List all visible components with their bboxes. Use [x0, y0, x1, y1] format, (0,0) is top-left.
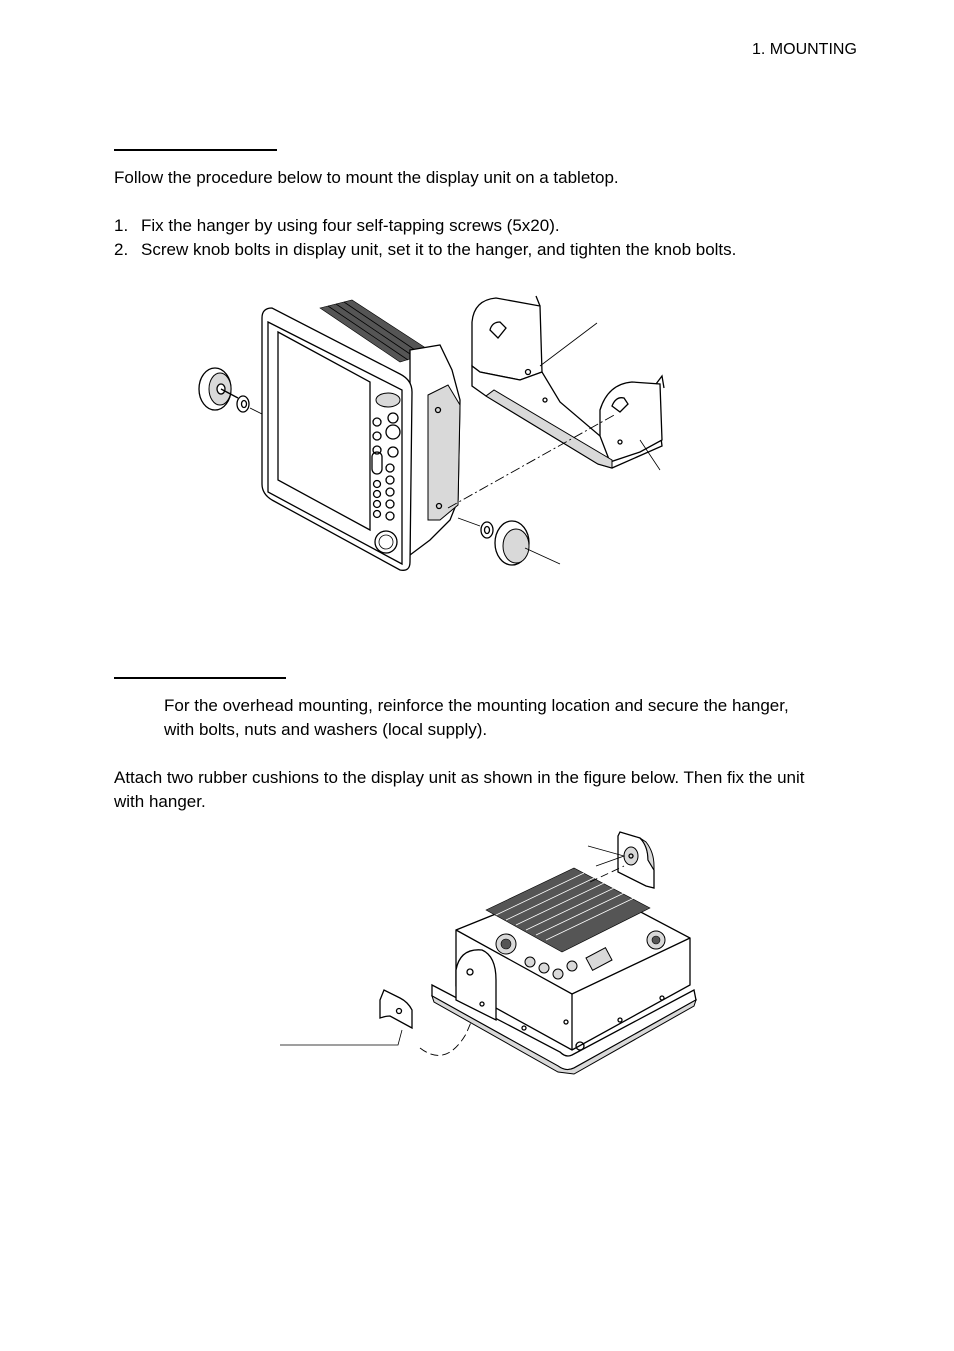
- tabletop-intro: Follow the procedure below to mount the …: [114, 168, 619, 187]
- unit-base-lower: [431, 994, 697, 1075]
- overhead-note-line2: with bolts, nuts and washers (local supp…: [164, 720, 488, 739]
- rubber-cushion-left: [379, 989, 413, 1030]
- leader-hanger-side: [639, 439, 661, 471]
- step-1-number: 1.: [114, 216, 129, 235]
- section-heading-rule-2: [114, 677, 286, 679]
- leader-cushion-left: [280, 1029, 403, 1046]
- overhead-note-line1: For the overhead mounting, reinforce the…: [164, 696, 789, 715]
- display-keypad: [371, 392, 401, 554]
- washer-right: [457, 517, 494, 539]
- section-heading-rule: [114, 149, 277, 151]
- attach-arrow-right: [589, 865, 625, 883]
- overhead-body-line2: with hanger.: [114, 792, 206, 811]
- base-screws: [479, 995, 665, 1051]
- washer-left: [236, 395, 263, 415]
- display-screen: [277, 330, 371, 532]
- alignment-line: [447, 413, 617, 509]
- leader-hanger-top: [539, 322, 598, 367]
- display-front-inner-frame: [267, 320, 403, 566]
- overhead-body-line1: Attach two rubber cushions to the displa…: [114, 768, 805, 787]
- unit-connectors: [495, 930, 666, 980]
- knob-bolt-right: [494, 520, 561, 566]
- knob-bolt-left: [198, 367, 239, 411]
- step-2-text: Screw knob bolts in display unit, set it…: [141, 240, 737, 259]
- display-side-bracket: [427, 384, 461, 521]
- step-2-number: 2.: [114, 240, 129, 259]
- leader-cushion-right: [587, 845, 626, 867]
- hanger-bracket: [471, 295, 665, 469]
- unit-side-mount: [455, 949, 497, 1022]
- attach-arrow-left: [419, 1019, 473, 1056]
- step-1-text: Fix the hanger by using four self-tappin…: [141, 216, 560, 235]
- page-header: 1. MOUNTING: [752, 41, 857, 58]
- unit-heatsink: [485, 867, 651, 953]
